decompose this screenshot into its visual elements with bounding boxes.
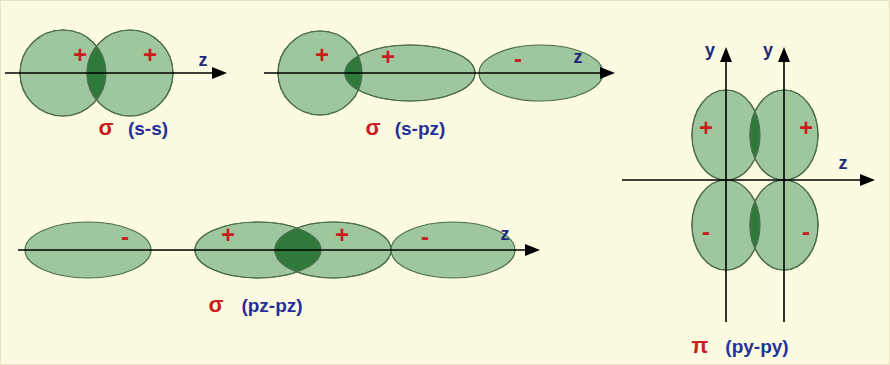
arrowhead [600,67,615,79]
axis-label: y [763,41,773,59]
axis-label: y [705,41,715,59]
phase-sign: + [381,45,395,69]
bond-symbol: σ [365,117,380,139]
y-axis [783,60,785,322]
phase-sign: + [699,116,713,140]
overlap-regions [20,30,818,278]
arrowhead [860,174,875,186]
axis-label: z [501,225,510,243]
axis-label: z [199,51,208,69]
phase-sign: + [335,223,349,247]
axis-arrowheads [212,47,875,256]
orbital-pair: (py-py) [725,337,788,356]
phase-sign: + [73,43,87,67]
arrowhead [720,47,732,62]
bond-symbol: π [692,335,709,357]
bond-symbol: σ [98,117,113,139]
phase-sign: - [421,225,429,249]
orbital-pair: (pz-pz) [241,296,302,315]
axis-label: z [839,154,848,172]
axis-label: z [574,48,583,66]
arrowhead [525,244,540,256]
y-axis [725,60,727,322]
z-axis [18,249,527,251]
axes [5,60,862,322]
phase-sign: - [802,220,810,244]
arrowhead [212,67,227,79]
z-axis [264,72,602,74]
phase-sign: - [514,47,522,71]
phase-sign: + [143,43,157,67]
phase-sign: + [315,43,329,67]
orbital-pair: (s-s) [128,119,168,138]
orbital-pair: (s-pz) [395,119,446,138]
arrowhead [778,47,790,62]
bond-symbol: σ [208,294,223,316]
phase-sign: - [702,220,710,244]
z-axis [5,72,214,74]
phase-sign: + [221,223,235,247]
z-axis [622,179,862,181]
phase-sign: + [799,116,813,140]
phase-sign: - [121,225,129,249]
